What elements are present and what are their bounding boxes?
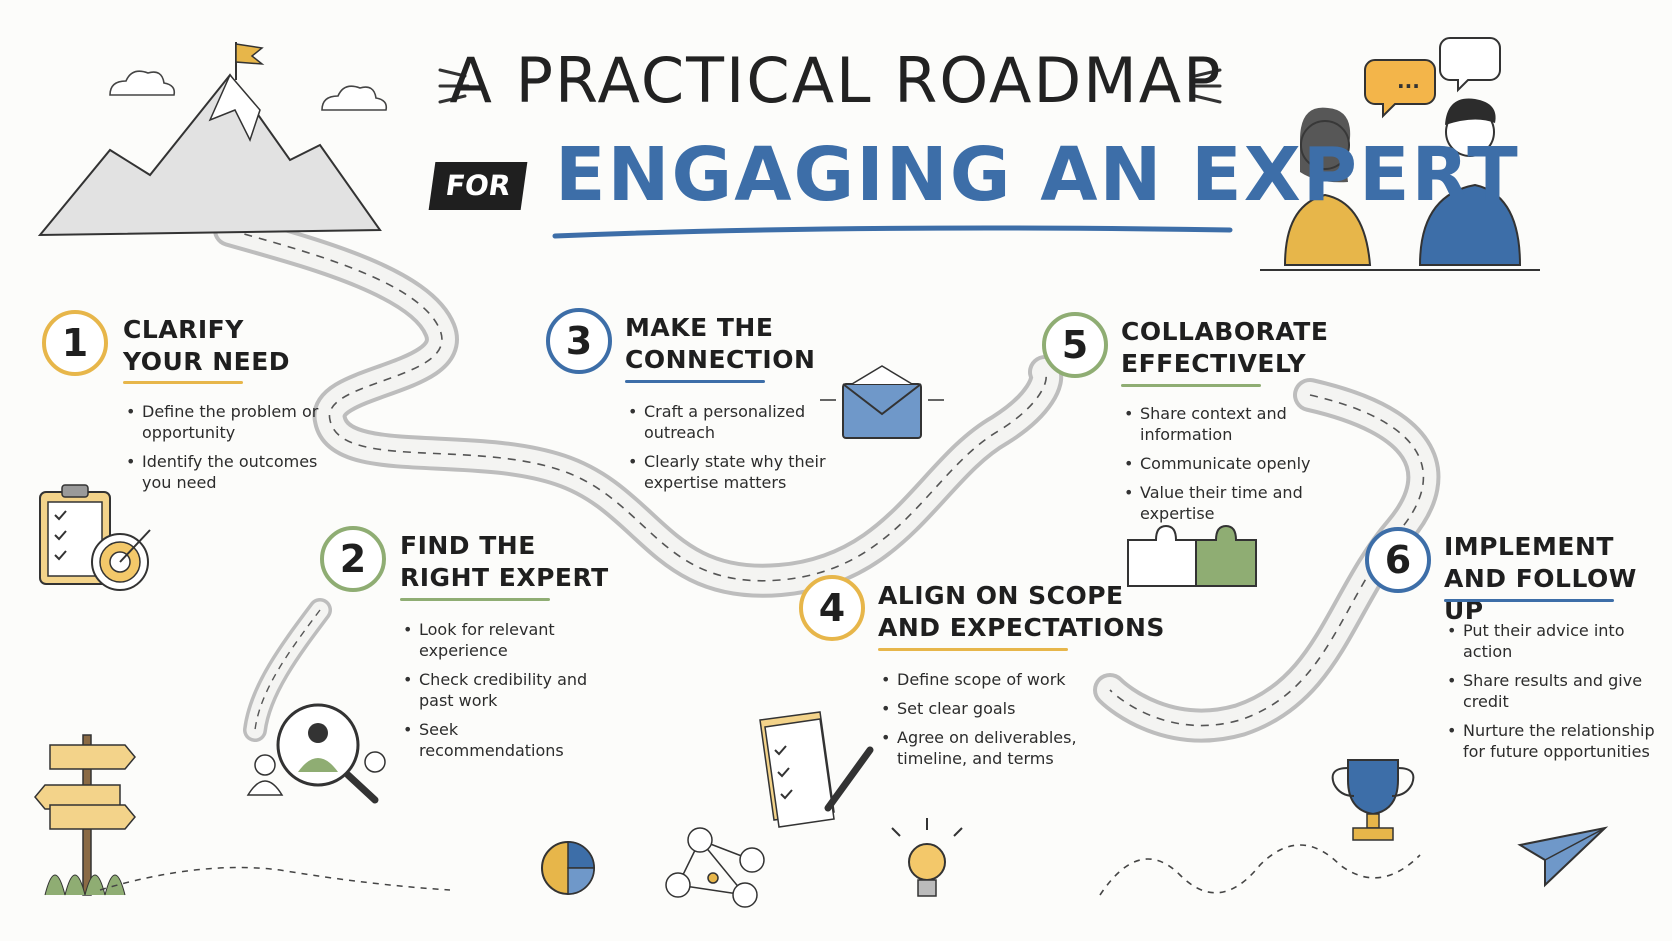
step-5-bullet: Communicate openly <box>1122 453 1312 474</box>
step-5-bullet: Share context and information <box>1122 403 1312 445</box>
step-4-underline <box>878 648 1068 651</box>
mountain-flag-icon <box>37 42 382 237</box>
trophy-icon <box>1331 759 1415 841</box>
step-5-bullets: Share context and information Communicat… <box>1122 403 1312 532</box>
step-1-title: Clarify Your Need <box>123 314 290 378</box>
dotted-trail <box>99 866 451 891</box>
step-1-title-line2: Your Need <box>123 347 291 376</box>
step-5-bullet: Value their time and expertise <box>1122 482 1312 524</box>
network-icon <box>665 827 765 908</box>
step-4-bullet: Define scope of work <box>879 669 1099 690</box>
step-1-bullet: Define the problem or opportunity <box>124 401 324 443</box>
people-conversation-icon <box>1260 37 1540 271</box>
step-2-bullet: Look for relevant experience <box>401 619 601 661</box>
checklist-pen-icon <box>759 711 874 828</box>
magnifier-person-icon <box>246 703 386 804</box>
step-5-title: Collaborate Effectively <box>1121 316 1328 380</box>
step-3-underline <box>625 380 765 383</box>
step-4-number: 4 <box>799 575 865 641</box>
step-6-title-line2: and Follow Up <box>1444 564 1637 625</box>
step-2-title-line2: Right Expert <box>400 563 609 592</box>
step-6-title: Implement and Follow Up <box>1444 531 1672 627</box>
step-1-number: 1 <box>42 310 108 376</box>
step-4-bullet: Agree on deliverables, timeline, and ter… <box>879 727 1099 769</box>
pie-chart-icon <box>541 841 595 895</box>
step-2-bullet: Seek recommendations <box>401 719 601 761</box>
lightbulb-icon <box>891 818 963 897</box>
step-1-title-line1: Clarify <box>123 315 244 344</box>
step-4-title-line1: Align on Scope <box>878 581 1124 610</box>
step-2-underline <box>400 598 550 601</box>
step-5-title-line2: Effectively <box>1121 349 1307 378</box>
speech-bubble-dots: ... <box>1397 69 1420 93</box>
step-3-bullet: Clearly state why their expertise matter… <box>626 451 826 493</box>
step-3-bullets: Craft a personalized outreach Clearly st… <box>626 401 826 501</box>
step-1-underline <box>123 381 243 384</box>
title-for-badge: FOR <box>428 162 528 210</box>
title-line2: Engaging an Expert <box>555 132 1520 218</box>
step-2-title: Find the Right Expert <box>400 530 609 594</box>
step-6-bullets: Put their advice into action Share resul… <box>1445 620 1660 770</box>
step-2-bullet: Check credibility and past work <box>401 669 601 711</box>
step-3-number: 3 <box>546 308 612 374</box>
step-5-underline <box>1121 384 1261 387</box>
step-3-title: Make the Connection <box>625 312 815 376</box>
envelope-icon <box>820 365 944 439</box>
winding-road <box>213 213 1441 743</box>
step-5-number: 5 <box>1042 312 1108 378</box>
title-underline <box>552 225 1233 239</box>
step-4-bullets: Define scope of work Set clear goals Agr… <box>879 669 1099 777</box>
step-6-bullet: Put their advice into action <box>1445 620 1660 662</box>
step-6-bullet: Nurture the relationship for future oppo… <box>1445 720 1660 762</box>
step-1-bullets: Define the problem or opportunity Identi… <box>124 401 324 501</box>
puzzle-icon <box>1127 524 1257 587</box>
step-3-title-line1: Make the <box>625 313 774 342</box>
cloud-icon <box>109 70 388 111</box>
title-line1: A Practical Roadmap <box>449 44 1223 117</box>
step-2-bullets: Look for relevant experience Check credi… <box>401 619 601 769</box>
step-3-bullet: Craft a personalized outreach <box>626 401 826 443</box>
step-4-bullet: Set clear goals <box>879 698 1099 719</box>
step-3-title-line2: Connection <box>625 345 816 374</box>
signpost-icon <box>34 734 136 896</box>
step-6-bullet: Share results and give credit <box>1445 670 1660 712</box>
step-5-title-line1: Collaborate <box>1121 317 1329 346</box>
title-accent-strokes <box>438 68 1222 104</box>
step-2-number: 2 <box>320 526 386 592</box>
step-4-title-line2: and Expectations <box>878 613 1165 642</box>
step-6-title-line1: Implement <box>1444 532 1614 561</box>
paper-plane-icon <box>1099 826 1609 896</box>
step-2-title-line1: Find the <box>400 531 536 560</box>
step-6-number: 6 <box>1365 527 1431 593</box>
clipboard-target-icon <box>39 484 151 591</box>
step-4-title: Align on Scope and Expectations <box>878 580 1165 644</box>
step-6-underline <box>1444 599 1614 602</box>
step-1-bullet: Identify the outcomes you need <box>124 451 324 493</box>
